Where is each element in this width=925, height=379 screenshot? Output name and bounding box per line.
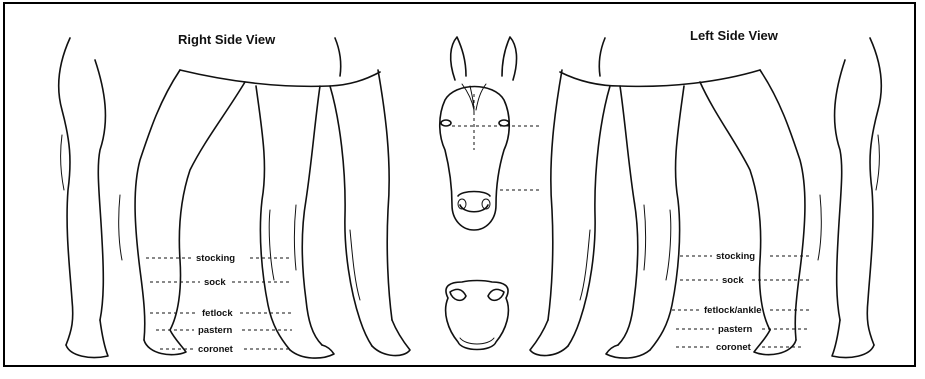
horse-muzzle-below xyxy=(446,281,509,350)
left-hind-hoof-near xyxy=(754,330,796,355)
left-side-labels: stocking sock fetlock/ankle pastern coro… xyxy=(672,251,812,353)
right-fore-hoof-far xyxy=(372,320,410,356)
right-fore-hoof-near xyxy=(290,345,334,358)
right-side-labels: stocking sock fetlock pastern coronet xyxy=(146,253,292,355)
left-eye xyxy=(441,120,451,126)
right-pastern-label: pastern xyxy=(198,325,233,336)
right-stocking-label: stocking xyxy=(196,253,235,264)
right-sock-label: sock xyxy=(204,277,226,288)
left-hind-leg-near xyxy=(700,70,805,340)
right-fore-leg-far xyxy=(330,70,392,346)
right-fore-leg-near xyxy=(256,86,322,350)
left-coronet-label: coronet xyxy=(716,342,752,353)
left-shoulder-line xyxy=(599,38,605,76)
right-leg-detail-strokes xyxy=(61,135,360,300)
left-stocking-label: stocking xyxy=(716,251,755,262)
muzzle-below-outline xyxy=(446,281,509,350)
left-side-view-title: Left Side View xyxy=(690,28,779,43)
muzzle-below-nostril-right xyxy=(488,289,504,300)
right-eye xyxy=(499,120,509,126)
left-pastern-label: pastern xyxy=(718,324,753,335)
right-hind-hoof-near xyxy=(144,330,186,355)
right-body-outline xyxy=(180,70,380,86)
left-fore-hoof-far xyxy=(530,320,568,356)
right-side-view-title: Right Side View xyxy=(178,32,276,47)
left-sock-label: sock xyxy=(722,275,744,286)
left-fore-hoof-near xyxy=(606,345,650,358)
right-shoulder-line xyxy=(335,38,341,76)
right-hind-leg-near xyxy=(135,70,245,340)
left-fetlock-label: fetlock/ankle xyxy=(704,305,762,316)
left-hind-leg-far xyxy=(835,38,882,345)
right-coronet-label: coronet xyxy=(198,344,234,355)
left-body-outline xyxy=(560,70,760,86)
muzzle-below-nostril-left xyxy=(450,289,466,300)
horse-head-front xyxy=(440,37,540,230)
left-fore-leg-far xyxy=(548,70,610,346)
right-ear xyxy=(502,37,517,80)
right-hind-leg-far xyxy=(59,38,106,345)
muzzle-below-lip xyxy=(460,338,494,344)
left-ear xyxy=(451,37,466,80)
right-side-view xyxy=(59,38,410,358)
right-fetlock-label: fetlock xyxy=(202,308,233,319)
